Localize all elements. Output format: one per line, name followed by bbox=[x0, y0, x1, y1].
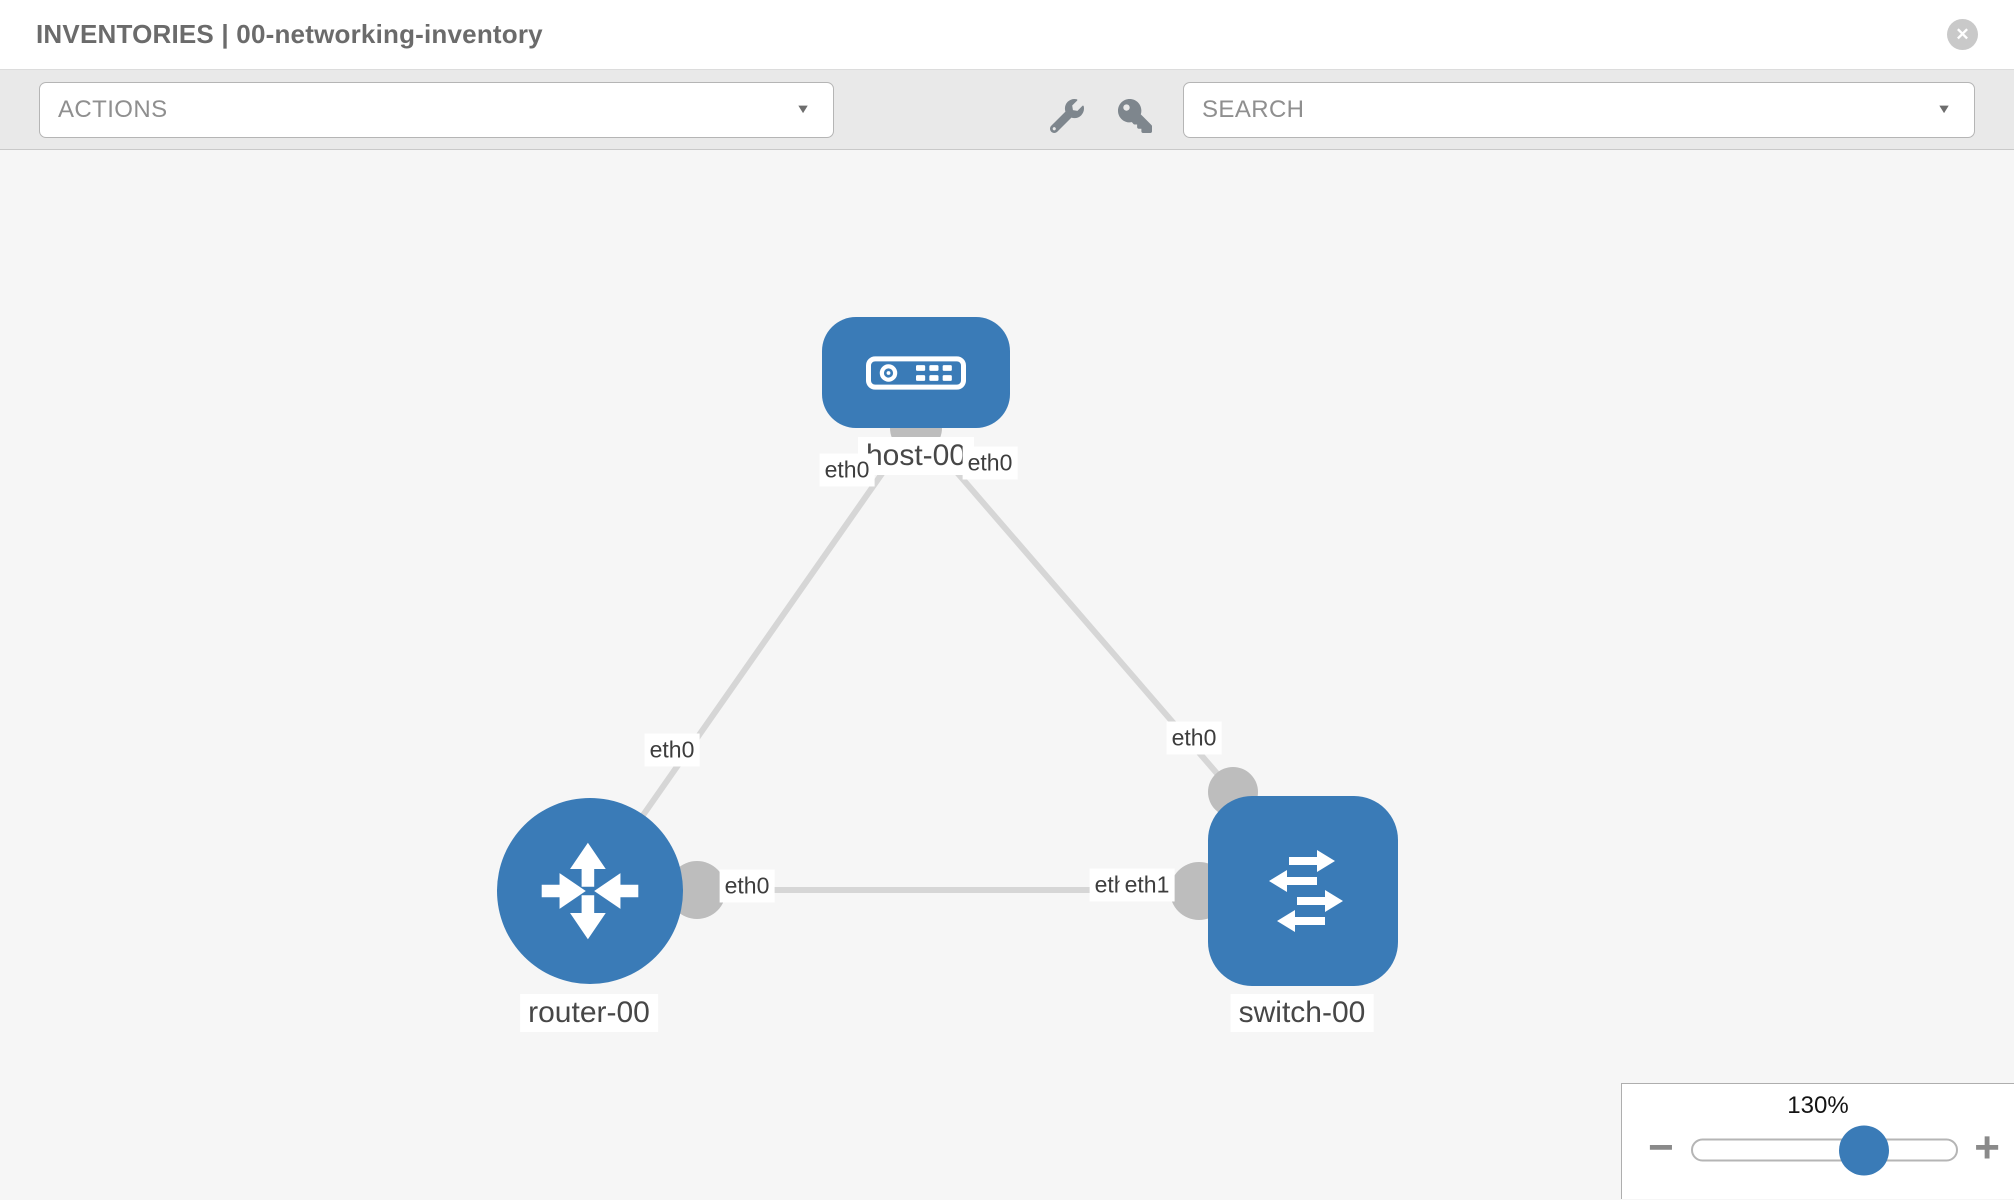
wrench-icon[interactable] bbox=[1048, 97, 1086, 135]
interface-label-host-router-edge: eth0 bbox=[644, 733, 700, 767]
close-glyph: ✕ bbox=[1955, 24, 1970, 44]
node-label-switch: switch-00 bbox=[1230, 994, 1374, 1032]
actions-dropdown-label: ACTIONS bbox=[58, 96, 168, 123]
topology-canvas[interactable]: host-00 router-00 switch-00 eth0 eth0 et… bbox=[0, 150, 2014, 1199]
zoom-control-panel: 130% − + bbox=[1621, 1083, 2014, 1199]
actions-dropdown[interactable]: ACTIONS ▼ bbox=[39, 82, 834, 138]
key-icon[interactable] bbox=[1116, 97, 1154, 135]
chevron-down-icon: ▼ bbox=[795, 102, 811, 117]
link-host-router bbox=[587, 422, 919, 894]
zoom-slider-row: − + bbox=[1622, 1120, 2014, 1180]
search-dropdown-label: SEARCH bbox=[1202, 96, 1305, 123]
chevron-down-icon: ▼ bbox=[1936, 102, 1952, 117]
server-icon bbox=[866, 355, 966, 390]
interface-label-host-right: eth0 bbox=[962, 446, 1018, 480]
node-switch-00[interactable] bbox=[1208, 796, 1398, 986]
interface-dot-router bbox=[668, 861, 726, 919]
toolbar: ACTIONS ▼ SEARCH ▼ bbox=[0, 70, 2014, 150]
zoom-slider-track[interactable] bbox=[1691, 1125, 1958, 1175]
page-title: INVENTORIES | 00-networking-inventory bbox=[36, 19, 543, 49]
topology-graph-svg bbox=[587, 402, 1306, 920]
zoom-level-value: 130% bbox=[1787, 1092, 1849, 1119]
search-dropdown[interactable]: SEARCH ▼ bbox=[1183, 82, 1975, 138]
node-label-host: host-00 bbox=[857, 437, 975, 475]
switch-arrows-icon bbox=[1269, 850, 1343, 932]
zoom-out-button[interactable]: − bbox=[1648, 1123, 1674, 1173]
node-label-router: router-00 bbox=[520, 994, 658, 1032]
zoom-slider-thumb[interactable] bbox=[1838, 1125, 1889, 1175]
zoom-in-button[interactable]: + bbox=[1974, 1123, 2000, 1173]
interface-label-switch-end: eth1 bbox=[1119, 868, 1175, 902]
close-icon[interactable]: ✕ bbox=[1947, 19, 1978, 50]
router-arrows-icon bbox=[541, 842, 639, 940]
interface-label-router-end: eth0 bbox=[719, 869, 775, 903]
node-router-00[interactable] bbox=[497, 798, 683, 984]
interface-label-host-switch-edge: eth0 bbox=[1166, 721, 1222, 755]
interface-label-host-left: eth0 bbox=[819, 453, 875, 487]
header-bar: INVENTORIES | 00-networking-inventory ✕ bbox=[0, 0, 2014, 70]
node-host-00[interactable] bbox=[822, 317, 1010, 428]
